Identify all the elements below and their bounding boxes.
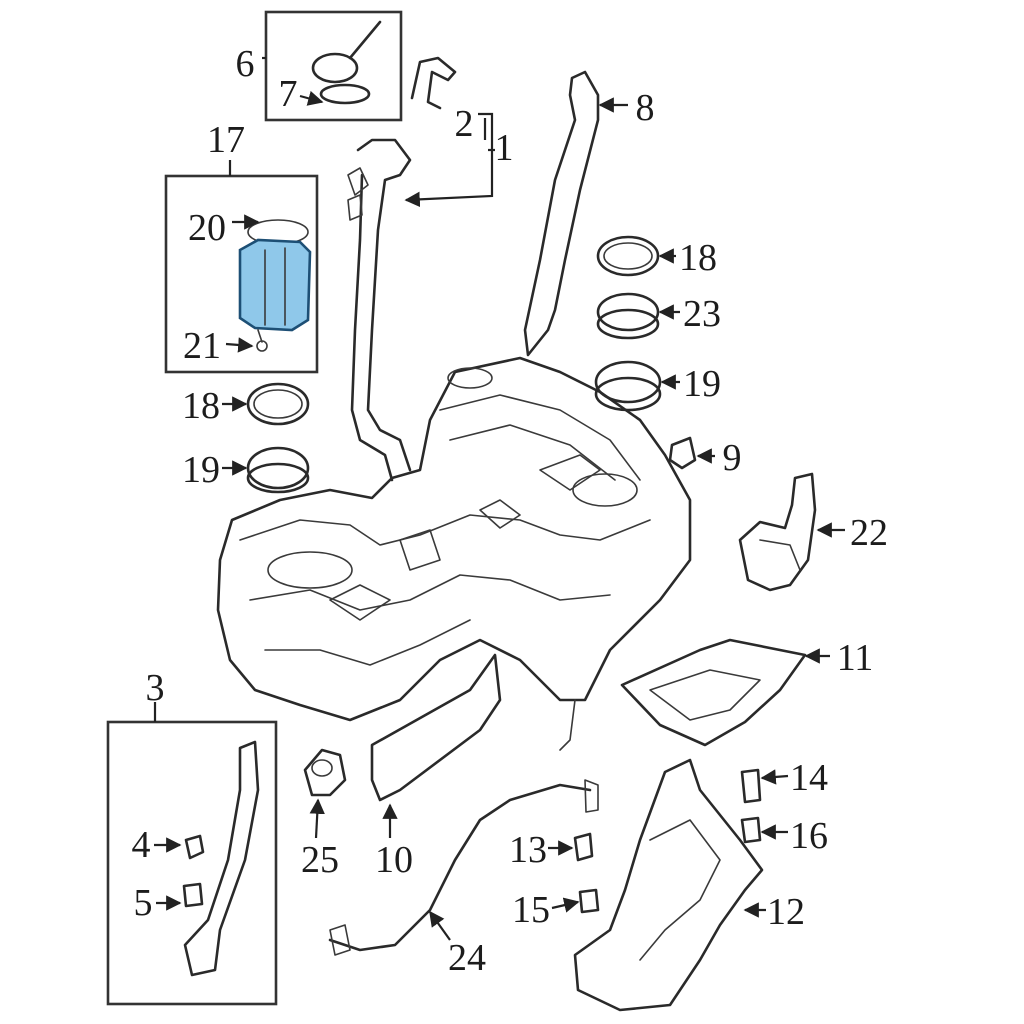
callout-1: 1: [495, 127, 514, 169]
callout-14: 14: [790, 757, 828, 799]
callout-19-right: 19: [683, 363, 721, 405]
callout-18-right: 18: [679, 237, 717, 279]
filler-pipe: [347, 138, 412, 482]
fuel-tank: [216, 356, 692, 751]
callout-17: 17: [207, 119, 245, 161]
callout-9: 9: [723, 437, 742, 479]
leader-lines: [153, 56, 845, 941]
lock-ring-right: [594, 360, 662, 404]
seal-ring-right: [596, 235, 660, 277]
shield-12: [573, 758, 764, 1012]
callout-18-left: 18: [182, 385, 220, 427]
fuel-pump-module: [238, 219, 312, 352]
sensor-25: [303, 748, 347, 797]
callout-11: 11: [837, 637, 874, 679]
nut-16: [740, 816, 762, 844]
lock-ring-left: [246, 446, 310, 490]
bolt-14: [740, 768, 762, 804]
filler-bracket: [523, 70, 600, 357]
callout-5: 5: [134, 882, 153, 924]
callout-22: 22: [850, 512, 888, 554]
seal-ring-left: [246, 382, 310, 426]
bolt-13: [573, 832, 594, 862]
group-box-6: [264, 10, 403, 122]
callout-6: 6: [236, 43, 255, 85]
heat-shield-11: [620, 638, 807, 747]
callout-2: 2: [455, 103, 474, 145]
callout-13: 13: [509, 829, 547, 871]
group-box-3: [106, 720, 278, 1006]
callout-20: 20: [188, 207, 226, 249]
callout-8: 8: [636, 87, 655, 129]
callout-12: 12: [767, 891, 805, 933]
tank-strap-10: [370, 653, 502, 802]
valve-assembly-22: [738, 472, 817, 592]
valve-9: [668, 436, 697, 470]
nut-15: [578, 888, 600, 914]
callout-10: 10: [375, 839, 413, 881]
callout-24: 24: [448, 937, 486, 979]
breather-hose: [410, 56, 457, 110]
callout-23: 23: [683, 293, 721, 335]
seal-ring-23: [596, 292, 660, 332]
bolt-4: [184, 834, 205, 860]
callout-7: 7: [279, 73, 298, 115]
callout-labels: 1 2 3 4 5 6 7 8 9 10 11 12 13 14 15 16 1…: [132, 43, 889, 979]
harness-24: [328, 783, 592, 952]
callout-19-left: 19: [182, 449, 220, 491]
callout-25: 25: [301, 839, 339, 881]
group-box-17: [164, 174, 319, 374]
strap-bracket-3: [183, 740, 260, 977]
callout-4: 4: [132, 824, 151, 866]
fuel-cap-assembly: [311, 20, 382, 105]
callout-15: 15: [512, 889, 550, 931]
callout-16: 16: [790, 815, 828, 857]
callout-3: 3: [146, 667, 165, 709]
callout-21: 21: [183, 325, 221, 367]
nut-5: [182, 882, 204, 908]
